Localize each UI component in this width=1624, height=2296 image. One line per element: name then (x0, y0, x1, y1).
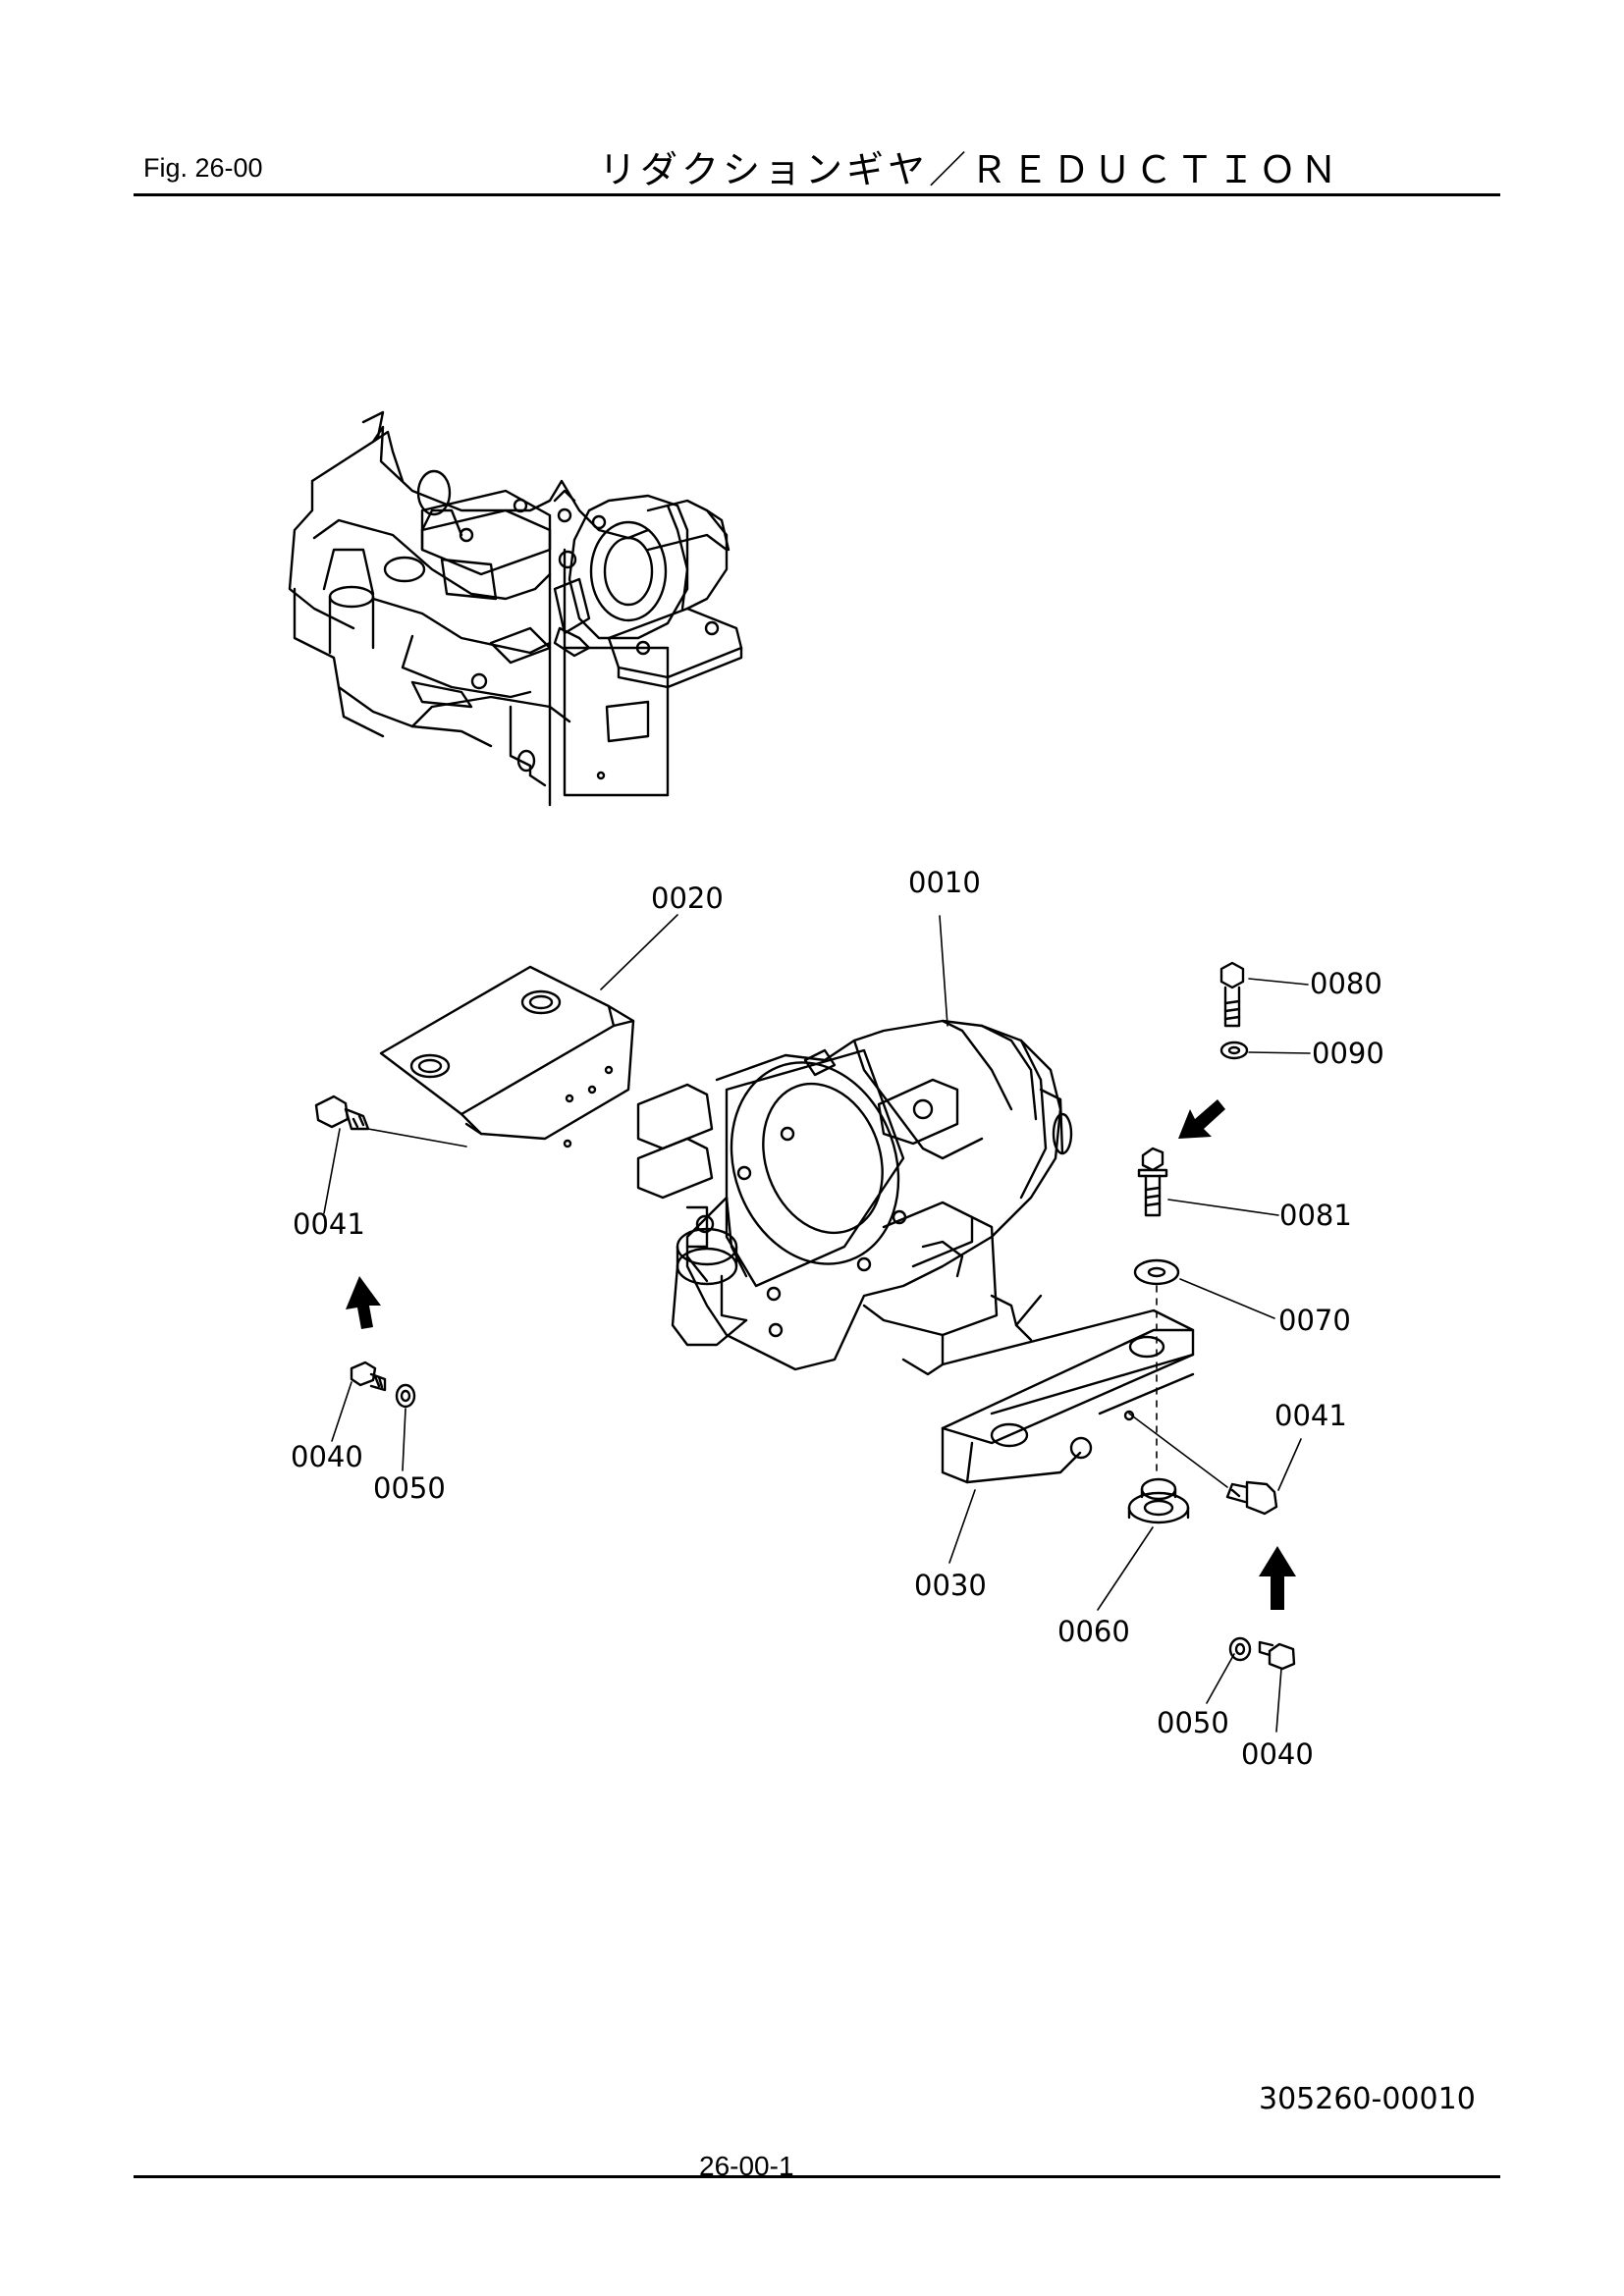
part-0010-reduction-gearbox (636, 1019, 1073, 1376)
part-label-0040-left: 0040 (291, 1440, 363, 1473)
part-0080-bolt (1219, 961, 1245, 1028)
part-0040-right-bolt (1258, 1640, 1296, 1671)
part-label-0060: 0060 (1057, 1615, 1130, 1648)
part-label-0041-right: 0041 (1274, 1399, 1347, 1432)
location-overview-illustration (288, 410, 743, 807)
part-0040-left-bolt (350, 1361, 387, 1392)
leader-lines (323, 914, 1311, 1733)
header-rule (134, 193, 1500, 196)
part-0070-washer (1133, 1258, 1180, 1286)
part-label-0050-left: 0050 (373, 1471, 446, 1505)
part-label-0070: 0070 (1278, 1304, 1351, 1337)
part-label-0041-left: 0041 (293, 1207, 365, 1241)
part-0030-lower-bracket (941, 1308, 1195, 1484)
part-labels: 0020 0010 0080 0090 0081 0070 0041 0030 … (291, 866, 1384, 1771)
page-number: 26-00-1 (699, 2151, 794, 2181)
arrow-down-left-icon (1178, 1099, 1225, 1139)
part-label-0090: 0090 (1312, 1037, 1384, 1070)
part-0041-left-bolt (314, 1095, 467, 1148)
arrow-up-left-icon (346, 1276, 381, 1329)
part-0050-right-washer (1228, 1636, 1252, 1662)
figure-number: Fig. 26-00 (143, 153, 263, 183)
part-0081-bolt (1137, 1147, 1168, 1217)
part-0050-left-washer (395, 1383, 416, 1409)
part-label-0050-right: 0050 (1157, 1706, 1229, 1739)
part-label-0080: 0080 (1310, 967, 1382, 1000)
part-0020-upper-bracket (379, 965, 635, 1148)
part-label-0081: 0081 (1279, 1199, 1352, 1232)
direction-arrows (346, 1099, 1296, 1610)
arrow-up-right-icon (1259, 1546, 1296, 1610)
drawing-number: 305260-00010 (1259, 2082, 1476, 2116)
part-0060-bushing (1127, 1477, 1190, 1524)
part-0090-lock-washer (1219, 1041, 1249, 1060)
part-label-0020: 0020 (651, 881, 724, 915)
part-label-0040-right: 0040 (1241, 1737, 1314, 1771)
page-title: リダクションギヤ／ＲＥＤＵＣＴＩＯＮ (599, 148, 1342, 191)
part-label-0010: 0010 (908, 866, 981, 899)
footer-rule (134, 2175, 1500, 2178)
part-label-0030: 0030 (914, 1569, 987, 1602)
part-0041-right-bolt (1128, 1413, 1278, 1516)
